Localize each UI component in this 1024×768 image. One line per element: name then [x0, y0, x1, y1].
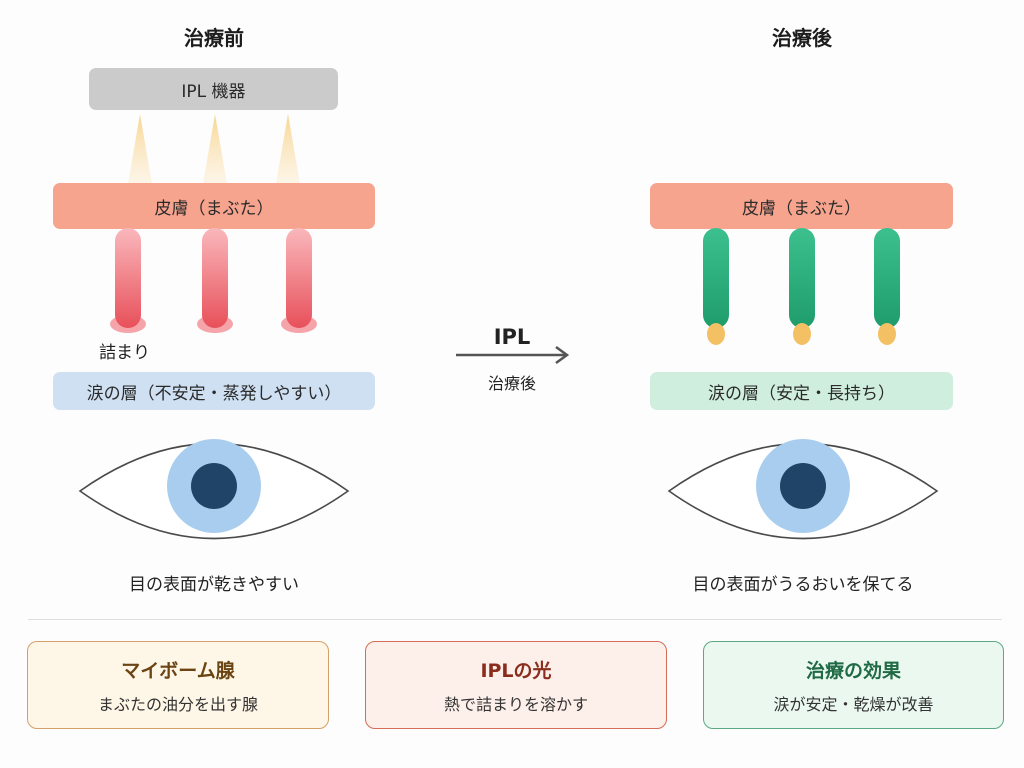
oil-drop-2 — [793, 323, 811, 345]
tear-layer-after: 涙の層（安定・長持ち） — [650, 372, 953, 410]
gland-6 — [874, 228, 900, 345]
card-title: 治療の効果 — [805, 659, 901, 682]
oil-drop-1 — [707, 323, 725, 345]
healthy-glands — [703, 228, 900, 345]
card-desc: 熱で詰まりを溶かす — [443, 694, 588, 714]
oil-drop-3 — [878, 323, 896, 345]
gland-1 — [110, 228, 146, 333]
skin-layer-after: 皮膚（まぶた） — [650, 183, 953, 229]
gland-2 — [197, 228, 233, 333]
caption-before: 目の表面が乾きやすい — [129, 575, 299, 595]
card-desc: 涙が安定・乾燥が改善 — [773, 694, 934, 714]
transition-sublabel: 治療後 — [487, 374, 536, 393]
ipl-device-box: IPL 機器 — [89, 68, 338, 110]
caption-after: 目の表面がうるおいを保てる — [692, 575, 914, 595]
light-beam-1 — [128, 114, 152, 184]
after-title: 治療後 — [772, 26, 832, 50]
card-desc: まぶたの油分を出す腺 — [97, 694, 258, 714]
tear-layer-label-after: 涙の層（安定・長持ち） — [708, 383, 895, 404]
tear-layer-label-before: 涙の層（不安定・蒸発しやすい） — [86, 383, 342, 404]
gland-5 — [789, 228, 815, 345]
card-meibomian: マイボーム腺 まぶたの油分を出す腺 — [27, 641, 329, 729]
ipl-device-label: IPL 機器 — [181, 81, 246, 102]
gland-4 — [703, 228, 729, 345]
light-beam-2 — [203, 114, 227, 184]
eye-after — [667, 439, 939, 540]
pupil-before — [191, 463, 237, 509]
transition-label: IPL — [493, 325, 531, 349]
light-beam-3 — [276, 114, 300, 184]
skin-label-after: 皮膚（まぶた） — [742, 198, 861, 219]
clogged-glands — [110, 228, 317, 333]
card-title: IPLの光 — [480, 659, 552, 682]
light-beams — [128, 114, 300, 184]
card-title: マイボーム腺 — [121, 659, 235, 682]
tear-layer-before: 涙の層（不安定・蒸発しやすい） — [53, 372, 375, 410]
skin-layer-before: 皮膚（まぶた） — [53, 183, 375, 229]
gland-3 — [281, 228, 317, 333]
clog-label: 詰まり — [99, 343, 150, 363]
pupil-after — [780, 463, 826, 509]
transition-arrow — [456, 345, 570, 365]
eye-before — [78, 439, 350, 540]
skin-label-before: 皮膚（まぶた） — [154, 198, 274, 219]
card-ipl-light: IPLの光 熱で詰まりを溶かす — [365, 641, 667, 729]
divider — [28, 619, 1002, 620]
card-treatment-effect: 治療の効果 涙が安定・乾燥が改善 — [703, 641, 1004, 729]
before-title: 治療前 — [184, 26, 244, 50]
